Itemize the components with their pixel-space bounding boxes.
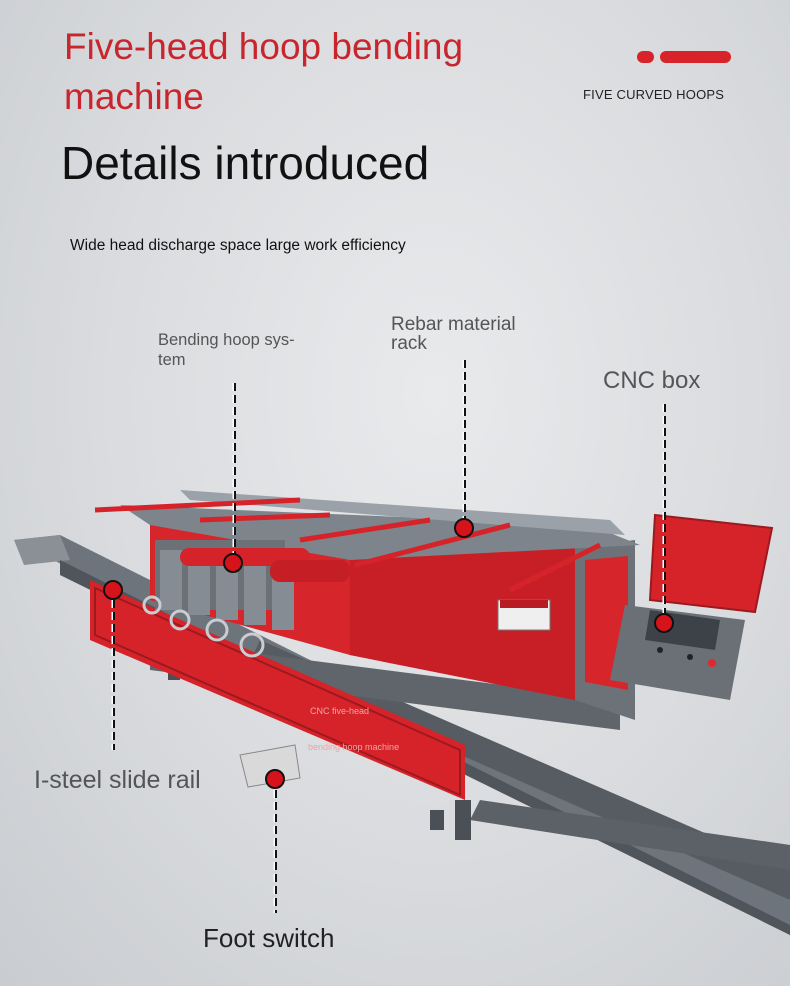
stop-button	[708, 659, 716, 667]
lower-rail	[470, 800, 790, 870]
callout-label-rebar-material-rack: Rebar material rack	[391, 314, 516, 354]
rack-arm	[199, 512, 331, 523]
foot-switch-pedal	[239, 744, 301, 788]
cnc-lid	[648, 513, 774, 614]
front-red-panel	[90, 580, 465, 800]
brand-pill-large	[660, 51, 731, 63]
callout-dot-rebar	[454, 518, 474, 538]
section-subtext: Wide head discharge space large work eff…	[70, 237, 406, 254]
nameplate-stripe	[500, 600, 548, 608]
page-title: Five-head hoop bending machine	[64, 26, 464, 117]
rack-arm	[354, 522, 511, 568]
callout-dot-bending	[223, 553, 243, 573]
foot	[455, 800, 471, 840]
foot	[430, 810, 444, 830]
panel-button	[657, 647, 663, 653]
brand-pill-small	[637, 51, 654, 63]
side-marking: bending hoop machine	[308, 742, 399, 752]
callout-label-bending-hoop-system: Bending hoop sys-tem	[158, 331, 295, 369]
side-marking: CNC five-head	[310, 706, 369, 716]
section-heading: Details introduced	[61, 137, 430, 189]
handwheels	[142, 595, 265, 658]
callout-label-i-steel-slide-rail: I-steel slide rail	[34, 766, 201, 794]
front-panel-border	[94, 586, 461, 797]
callout-dot-foot	[265, 769, 285, 789]
callout-dot-rail	[103, 580, 123, 600]
callout-label-cnc-box: CNC box	[603, 367, 701, 394]
rack-arm	[508, 542, 602, 593]
panel-button	[687, 654, 693, 660]
bending-heads	[155, 540, 350, 630]
rack-arm	[299, 517, 431, 543]
callout-lines-dark	[113, 360, 666, 913]
rack-arm	[94, 497, 301, 513]
callout-dot-cnc	[654, 613, 674, 633]
callout-label-foot-switch: Foot switch	[203, 923, 335, 953]
brand-subtitle: FIVE CURVED HOOPS	[583, 87, 725, 102]
beam-end	[14, 535, 70, 565]
callout-dots	[103, 518, 674, 789]
